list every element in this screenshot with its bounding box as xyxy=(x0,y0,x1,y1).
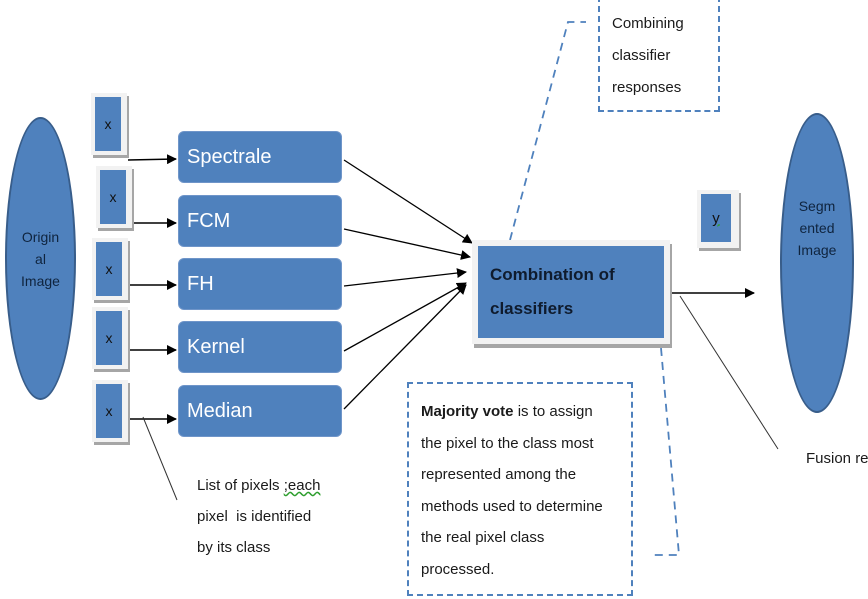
method-box-kernel: Kernel xyxy=(178,321,342,373)
note-line: List of pixels xyxy=(197,477,284,494)
leader-pixel-note xyxy=(142,416,178,501)
input-box-label: x xyxy=(105,330,113,346)
method-box-median: Median xyxy=(178,385,342,437)
arrow-spectrale-combo xyxy=(343,159,473,244)
input-box-label: x xyxy=(104,116,112,132)
input-box-label: x xyxy=(105,261,113,277)
input-box: x xyxy=(91,93,127,155)
arrow-median-combo xyxy=(343,284,467,410)
method-box-fcm: FCM xyxy=(178,195,342,247)
note-line-flagged: ;each xyxy=(283,477,321,494)
callout-line: classifier xyxy=(612,47,671,64)
output-box-label: y xyxy=(712,209,720,227)
method-label: Kernel xyxy=(187,335,245,358)
method-label: Median xyxy=(187,399,253,422)
callout-line: is to assign xyxy=(513,403,593,420)
note-line: Fusion re xyxy=(806,450,868,467)
input-box: x xyxy=(92,238,128,300)
leader-callout-top xyxy=(509,21,586,241)
leader-callout-bottom xyxy=(650,347,680,556)
original-image-label-line: Origin xyxy=(21,228,60,245)
combination-node: Combination of classifiers xyxy=(472,240,670,344)
method-label: FCM xyxy=(187,209,231,232)
original-image-label-line: al xyxy=(35,250,46,267)
pixel-list-note: List of pixels ;each pixel is identified… xyxy=(197,470,320,563)
callout-line: represented among the xyxy=(421,466,577,483)
callout-line: responses xyxy=(612,79,682,96)
method-label: FH xyxy=(187,272,214,295)
input-box: x xyxy=(92,307,128,369)
output-box: y xyxy=(697,190,739,248)
segmented-image-label-line: Segm xyxy=(798,198,836,214)
note-line: pixel is identified xyxy=(197,508,312,525)
method-box-fh: FH xyxy=(178,258,342,310)
input-box: x xyxy=(92,380,128,442)
arrow-fh-combo xyxy=(343,268,467,287)
input-box: x xyxy=(96,166,132,228)
original-image-label-line: Image xyxy=(21,272,60,289)
callout-line: methods used to determine xyxy=(421,497,603,515)
leader-fusion-note xyxy=(679,295,779,450)
segmented-image-node: Segm ented Image xyxy=(780,113,854,413)
original-image-node: Origin al Image xyxy=(5,117,76,400)
callout-bold-term: Majority vote xyxy=(421,403,514,420)
callout-line: Combining xyxy=(612,15,684,32)
callout-combining-responses: Combining classifier responses xyxy=(598,0,720,112)
segmented-image-label-line: Image xyxy=(797,242,837,258)
callout-line: processed. xyxy=(421,560,495,578)
note-line: by its class xyxy=(197,539,271,556)
combination-label-line: classifiers xyxy=(490,299,574,318)
arrow-x1-spectrale xyxy=(127,154,177,165)
arrow-kernel-combo xyxy=(343,282,467,352)
callout-line: the real pixel class xyxy=(421,529,545,546)
arrow-fcm-combo xyxy=(343,228,471,260)
segmented-image-label-line: ented xyxy=(799,220,835,236)
combination-label-line: Combination of xyxy=(490,265,615,284)
fusion-result-note: Fusion re xyxy=(806,443,868,474)
method-label: Spectrale xyxy=(187,145,272,168)
input-box-label: x xyxy=(105,403,113,419)
callout-majority-vote: Majority vote is to assign the pixel to … xyxy=(407,382,633,596)
method-box-spectrale: Spectrale xyxy=(178,131,342,183)
input-box-label: x xyxy=(109,189,117,205)
callout-line: the pixel to the class most xyxy=(421,434,594,452)
